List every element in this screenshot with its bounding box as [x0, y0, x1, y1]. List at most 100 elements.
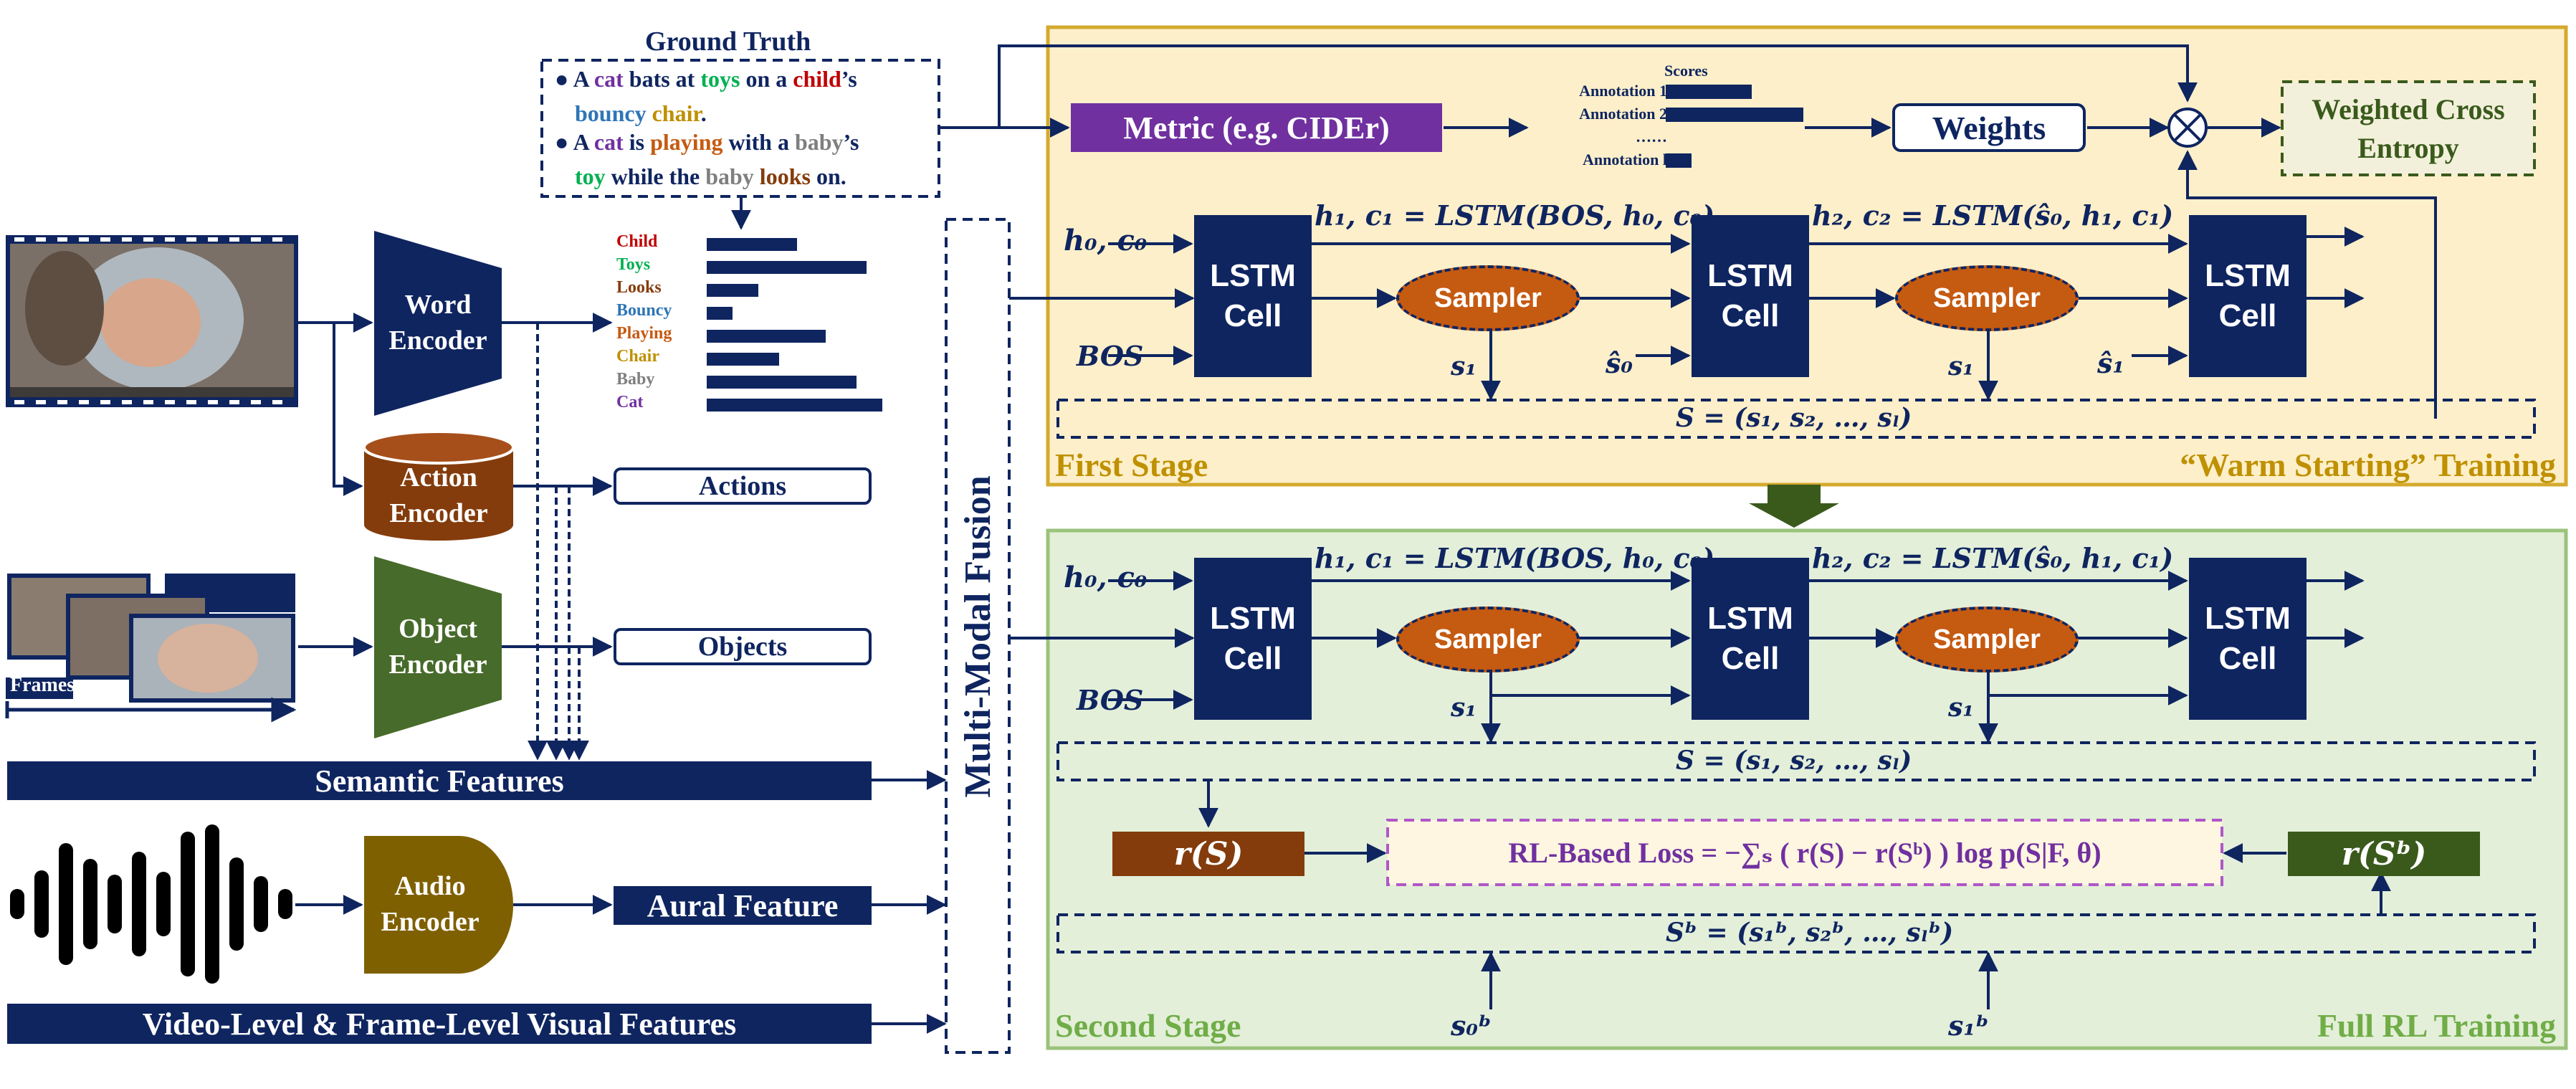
warm-starting-label: “Warm Starting” Training: [2180, 447, 2556, 483]
word-bar: [707, 399, 882, 412]
caption-word: on a: [740, 66, 793, 92]
stage2-eq1: h₁, c₁ = LSTM(BOS, h₀, c₀): [1315, 542, 1715, 574]
stage1-lstm-2: LSTM Cell: [1692, 215, 1809, 377]
stage2-lstm-1: LSTM Cell: [1194, 558, 1312, 720]
ground-truth-line-2: ● A cat is playing with a baby’s: [555, 129, 859, 155]
annotation-label: Annotation l: [1583, 151, 1667, 168]
visual-features-bar: Video-Level & Frame-Level Visual Feature…: [7, 1004, 872, 1044]
actions-box: Actions: [614, 467, 872, 505]
annotation-label: Annotation 1: [1579, 82, 1667, 100]
caption-word: cat: [593, 129, 624, 155]
ground-truth-line-1: ● A cat bats at toys on a child’s: [555, 66, 857, 92]
stage2-s1-b: s₁: [1948, 693, 1975, 723]
stage2-bos: BOS: [1077, 684, 1144, 716]
caption-word: toys: [700, 66, 740, 92]
score-bar: [1666, 85, 1752, 99]
stage2-sampler-2: Sampler: [1895, 607, 2079, 672]
stage1-lstm-3: LSTM Cell: [2189, 215, 2307, 377]
caption-word: .: [700, 100, 707, 126]
word-bar: [707, 238, 797, 251]
word-encoder-shape: [374, 231, 502, 416]
stage-transition-arrow: [1749, 485, 1839, 528]
stage1-h0c0: h₀, c₀: [1064, 224, 1148, 257]
semantic-features-bar: Semantic Features: [7, 761, 872, 800]
caption-word: bats at: [623, 66, 701, 92]
object-encoder-shape: [374, 556, 502, 738]
stage1-sampler-2: Sampler: [1895, 265, 2079, 331]
word-bar: [707, 307, 733, 320]
word-bar: [707, 376, 857, 389]
caption-word: on.: [810, 163, 846, 189]
s0b-label: s₀ᵇ: [1451, 1009, 1492, 1042]
stage2-lstm-3: LSTM Cell: [2189, 558, 2307, 720]
word-bar: [707, 353, 779, 366]
stage2-h0c0: h₀, c₀: [1064, 561, 1148, 594]
video-frame-image: [6, 235, 298, 407]
stage1-shat1: ŝ₁: [2097, 347, 2125, 379]
word-bar-label: Playing: [616, 324, 672, 343]
caption-word: ’s: [843, 129, 859, 155]
caption-word: toy: [575, 163, 606, 189]
caption-word: ’s: [841, 66, 857, 92]
second-stage-label: Second Stage: [1055, 1007, 1241, 1044]
seqb-box: [1056, 913, 2536, 954]
stage1-sampler-1: Sampler: [1396, 265, 1580, 331]
scores-title: Scores: [1664, 62, 1708, 80]
word-bar: [707, 261, 867, 274]
audio-encoder-shape: [364, 836, 513, 974]
word-bar-label: Chair: [616, 347, 659, 366]
word-bar-label: Baby: [616, 370, 655, 389]
score-bar: [1666, 153, 1692, 168]
ground-truth-line-2b: toy while the baby looks on.: [575, 163, 846, 190]
seq-box-2: [1056, 741, 2536, 781]
full-rl-label: Full RL Training: [2317, 1007, 2556, 1044]
caption-word: child: [793, 66, 841, 92]
caption-word: [647, 100, 652, 126]
word-encoder-label: Word Encoder: [388, 290, 487, 356]
aural-feature-bar: Aural Feature: [614, 886, 872, 925]
audio-waveform-icon: [10, 824, 292, 984]
object-encoder-label: Object Encoder: [388, 614, 487, 680]
score-bars-chart: [1666, 85, 1803, 168]
caption-word: A: [573, 66, 594, 92]
loss-box: [1386, 819, 2223, 886]
caption-word: with a: [722, 129, 795, 155]
objects-box: Objects: [614, 628, 872, 665]
stage2-s1-a: s₁: [1451, 693, 1477, 723]
caption-word: cat: [593, 66, 624, 92]
weights-box: Weights: [1892, 103, 2086, 152]
s1b-label: s₁ᵇ: [1948, 1009, 1989, 1042]
word-bar-label: Looks: [616, 278, 662, 297]
fusion-label: Multi-Modal Fusion: [957, 475, 998, 798]
caption-word: baby: [705, 163, 754, 189]
score-bar: [1666, 108, 1803, 122]
word-bar: [707, 330, 826, 343]
multiply-node: [2167, 108, 2208, 148]
stacked-frames-image: [5, 574, 297, 723]
stage2-sequence: S = (s₁, s₂, …, sₗ): [1676, 746, 1912, 776]
action-encoder-shape: [363, 430, 515, 541]
audio-encoder-label: Audio Encoder: [381, 871, 480, 937]
fusion-box: [945, 218, 1011, 1054]
wce-box: [2281, 80, 2536, 176]
stage2-eq2: h₂, c₂ = LSTM(ŝ₀, h₁, c₁): [1812, 542, 2174, 574]
caption-word: baby: [794, 129, 844, 155]
caption-word: [754, 163, 760, 189]
word-bar-label: Child: [616, 232, 658, 251]
stage1-bos: BOS: [1077, 340, 1144, 372]
reward-sampled-box: r(S): [1112, 832, 1304, 876]
frames-label: Frames: [10, 674, 75, 696]
word-bar-label: Toys: [616, 255, 651, 274]
caption-word: is: [623, 129, 651, 155]
reward-baseline-box: r(Sᵇ): [2288, 832, 2480, 876]
stage1-sequence: S = (s₁, s₂, …, sₗ): [1676, 403, 1912, 433]
ground-truth-line-1b: bouncy chair.: [575, 100, 707, 127]
stage2-sampler-1: Sampler: [1396, 607, 1580, 672]
stage1-s1-b: s₁: [1948, 351, 1975, 381]
stage1-shat0: ŝ₀: [1606, 347, 1633, 379]
caption-word: chair: [652, 100, 701, 126]
ground-truth-title: Ground Truth: [645, 27, 811, 57]
stage2-baseline-sequence: Sᵇ = (s₁ᵇ, s₂ᵇ, …, sₗᵇ): [1666, 918, 1954, 948]
